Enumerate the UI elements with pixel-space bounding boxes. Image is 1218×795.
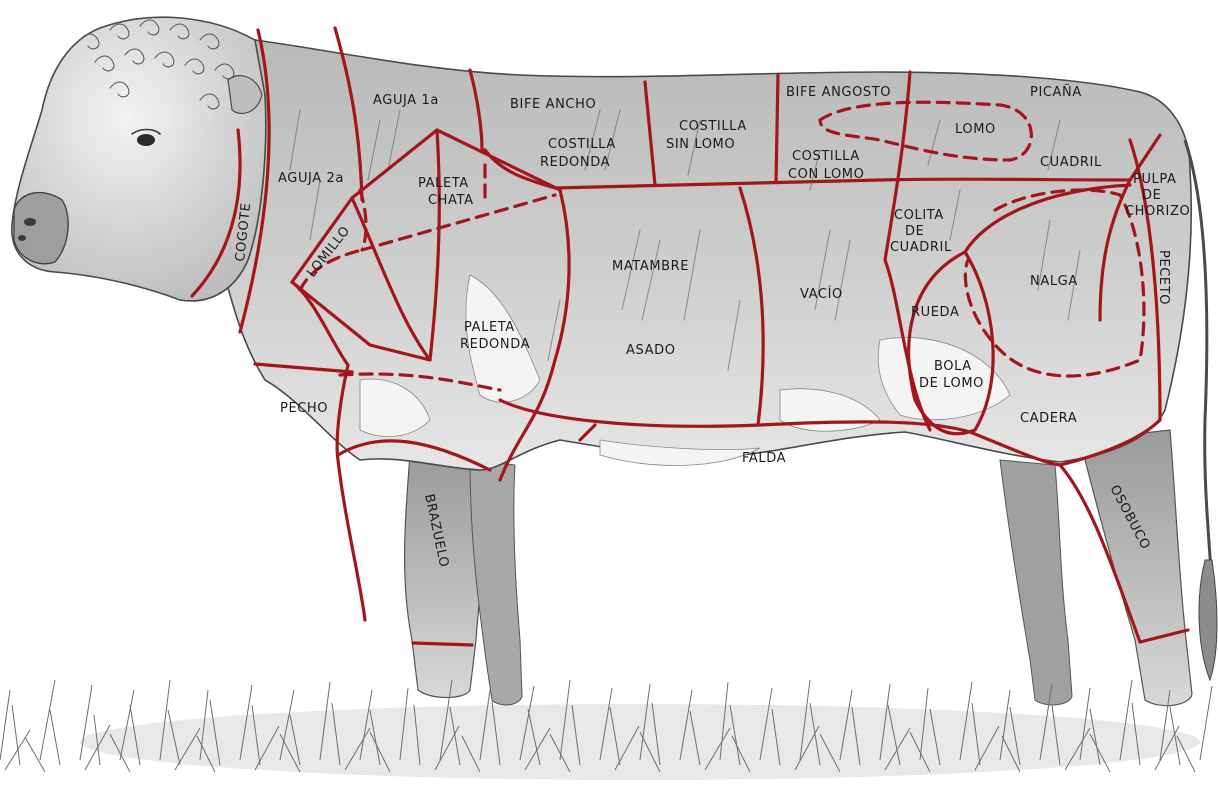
label-costilla-redonda-2: REDONDA [540, 155, 610, 170]
label-asado: ASADO [626, 343, 676, 358]
label-bife-ancho: BIFE ANCHO [510, 97, 596, 112]
label-costilla-sin-lomo-2: SIN LOMO [666, 137, 735, 152]
hind-leg-back [1000, 460, 1072, 705]
hind-leg [1080, 430, 1192, 706]
label-paleta-chata-1: PALETA [418, 176, 469, 191]
label-pulpa-de-chorizo-3: CHORIZO [1125, 204, 1190, 219]
label-pulpa-de-chorizo-1: PULPA [1133, 172, 1177, 187]
label-rueda: RUEDA [911, 305, 959, 320]
cow-eye [137, 134, 155, 146]
label-costilla-redonda-1: COSTILLA [548, 137, 616, 152]
label-colita-de-cuadril-1: COLITA [894, 208, 944, 223]
label-bife-angosto: BIFE ANGOSTO [786, 85, 891, 100]
label-pulpa-de-chorizo-2: DE [1142, 188, 1161, 203]
label-bola-de-lomo-2: DE LOMO [919, 376, 984, 391]
label-falda: FALDA [742, 451, 786, 466]
label-peceto: PECETO [1156, 250, 1171, 305]
label-paleta-redonda-2: REDONDA [460, 337, 530, 352]
label-nalga: NALGA [1030, 274, 1078, 289]
label-aguja-1a: AGUJA 1a [373, 93, 439, 108]
label-aguja-2a: AGUJA 2a [278, 171, 344, 186]
label-costilla-sin-lomo-1: COSTILLA [679, 119, 747, 134]
label-matambre: MATAMBRE [612, 259, 689, 274]
label-vacio: VACÍO [800, 286, 843, 302]
label-picana: PICAÑA [1030, 84, 1082, 100]
label-paleta-redonda-1: PALETA [464, 320, 515, 335]
label-bola-de-lomo-1: BOLA [934, 359, 972, 374]
label-costilla-con-lomo-1: COSTILLA [792, 149, 860, 164]
label-colita-de-cuadril-3: CUADRIL [890, 240, 952, 255]
front-leg-back [470, 460, 522, 705]
label-cadera: CADERA [1020, 411, 1077, 426]
label-colita-de-cuadril-2: DE [905, 224, 924, 239]
label-cuadril: CUADRIL [1040, 155, 1102, 170]
label-pecho: PECHO [280, 401, 328, 416]
label-costilla-con-lomo-2: CON LOMO [788, 167, 864, 182]
label-paleta-chata-2: CHATA [428, 193, 474, 208]
legs [405, 430, 1192, 706]
label-lomo: LOMO [955, 122, 996, 137]
ground-shadow [80, 704, 1200, 780]
cow-muzzle [14, 193, 68, 264]
